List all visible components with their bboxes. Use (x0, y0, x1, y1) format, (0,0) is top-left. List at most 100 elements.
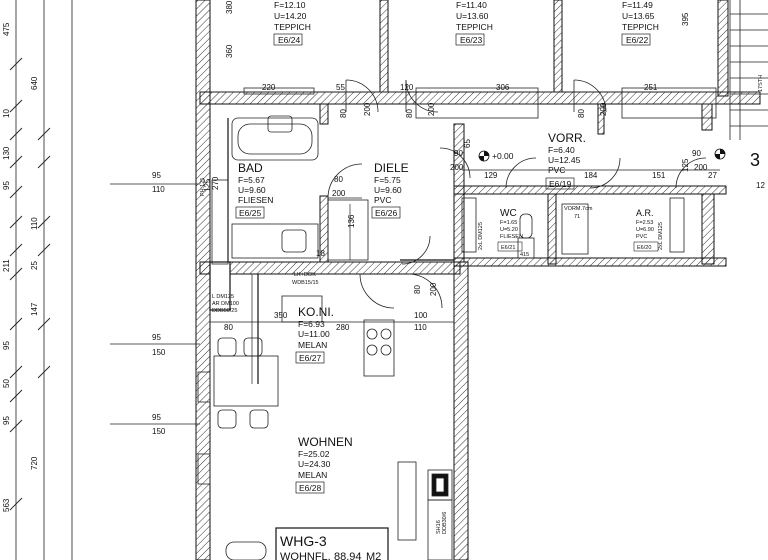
dim-110: 110 (30, 217, 39, 230)
window-mark-b: 110 (152, 185, 165, 194)
walls (195, 0, 761, 560)
left-dimension-labels: 475 640 10 130 95 110 25 211 147 95 50 9… (2, 22, 39, 512)
note-ph: PH:125 (200, 178, 206, 196)
dim-80f: 80 (413, 285, 422, 294)
dim-110: 110 (414, 323, 427, 332)
room-top-right: F=11.49 U=13.65 TEPPICH E6/22 (621, 0, 659, 46)
level-mark-label: +0.00 (492, 151, 514, 161)
bad-floor: FLIESEN (238, 195, 273, 205)
dim-147: 147 (30, 302, 39, 316)
dim-200c: 200 (599, 102, 608, 116)
ar-floor: PVC (636, 234, 647, 240)
koni-tag: E6/27 (299, 353, 321, 363)
dim-184: 184 (584, 171, 598, 180)
dim-25: 25 (30, 261, 39, 270)
top-left-floor: TEPPICH (274, 22, 311, 32)
window-mark-e: 95 (152, 413, 161, 422)
koni-perimeter: U=11.00 (298, 329, 330, 339)
dim-80c: 80 (577, 109, 586, 118)
dim-200b: 200 (427, 102, 436, 116)
dim-640: 640 (30, 76, 39, 90)
dim-200f: 200 (694, 163, 708, 172)
top-mid-tag: E6/23 (460, 35, 482, 45)
dim-350: 350 (274, 311, 288, 320)
note-ar: 2xL DM125 (658, 222, 664, 250)
room-ar: A.R. F=2.53 U=6.90 PVC E6/20 (633, 208, 659, 252)
window-mark-d: 150 (152, 348, 166, 357)
dim-380: 380 (225, 0, 234, 14)
bad-perimeter: U=9.60 (238, 185, 266, 195)
ar-area: F=2.53 (636, 220, 653, 226)
top-windows (243, 87, 717, 119)
ar-tag: E6/20 (637, 245, 651, 251)
dim-71: 71 (574, 214, 580, 220)
dim-151: 151 (652, 171, 666, 180)
note-vorm: VORM.7cm (564, 206, 593, 212)
furniture (225, 461, 453, 560)
dim-251: 251 (644, 83, 658, 92)
note-ddb30: DDB30/6 (442, 512, 448, 534)
koni-name: KO.NI. (298, 305, 334, 319)
top-right-perimeter: U=13.65 (622, 11, 655, 21)
dim-27: 27 (708, 171, 717, 180)
top-mid-floor: TEPPICH (456, 22, 493, 32)
dim-211: 211 (2, 259, 11, 272)
window-marks: 95 110 95 150 95 150 (110, 171, 200, 436)
top-right-tag: E6/22 (626, 35, 648, 45)
koni-floor: MELAN (298, 340, 327, 350)
bad-tag: E6/25 (239, 208, 261, 218)
room-bad: BAD F=5.67 U=9.60 FLIESEN E6/25 (235, 161, 273, 219)
wohnen-name: WOHNEN (298, 435, 353, 449)
stair-label: 17STH (758, 75, 764, 92)
dim-200h: 200 (429, 282, 438, 296)
vorr-perimeter: U=12.45 (548, 155, 581, 165)
dim-95: 95 (2, 181, 11, 190)
top-left-area: F=12.10 (274, 0, 306, 10)
dim-95c: 95 (2, 416, 11, 425)
ar-name: A.R. (636, 208, 654, 218)
bad-name: BAD (238, 161, 263, 175)
window-mark-c: 95 (152, 333, 161, 342)
wc-floor: FLIESEN (500, 234, 523, 240)
dining-table (197, 337, 279, 485)
vorr-tag: E6/19 (549, 179, 571, 189)
dim-136: 136 (347, 214, 356, 228)
vorr-name: VORR. (548, 131, 586, 145)
note-sh16: SH16 (436, 520, 442, 534)
dim-395: 395 (681, 12, 690, 26)
dim-200e: 200 (450, 163, 464, 172)
bad-area: F=5.67 (238, 175, 265, 185)
room-vorr: VORR. F=6.40 U=12.45 PVC E6/19 (545, 131, 586, 190)
level-mark-right (714, 148, 726, 160)
dim-200g: 200 (332, 189, 346, 198)
dim-200a: 200 (363, 102, 372, 116)
note-ldm: L DM125 (212, 294, 234, 300)
dim-120: 120 (400, 83, 414, 92)
wc-perimeter: U=5.20 (500, 227, 518, 233)
dim-415: 415 (520, 252, 529, 258)
note-lk: LK+DOK (294, 272, 316, 278)
dim-125b: 125 (203, 178, 212, 192)
fixtures (211, 115, 685, 377)
wall-outlines (209, 118, 454, 384)
top-right-area: F=11.49 (622, 0, 653, 10)
level-mark: +0.00 (478, 150, 514, 162)
note-wc: 2xL DM125 (478, 222, 484, 250)
dimension-numbers: 380 360 395 220 55 120 306 251 80 200 80… (203, 0, 765, 332)
door-swings (327, 79, 707, 309)
diele-area: F=5.75 (374, 175, 401, 185)
dim-80e: 80 (334, 175, 343, 184)
wc-name: WC (500, 208, 517, 219)
dim-125: 125 (681, 158, 690, 172)
dim-280: 280 (336, 323, 350, 332)
top-left-perimeter: U=14.20 (274, 11, 307, 21)
room-koni: KO.NI. F=6.93 U=11.00 MELAN E6/27 (295, 305, 334, 364)
unit-box: WHG-3 WOHNFL. 88.94 M2 (275, 527, 389, 560)
wohnen-area: F=25.02 (298, 449, 330, 459)
room-wohnen: WOHNEN F=25.02 U=24.30 MELAN E6/28 (295, 435, 353, 494)
dim-130: 130 (2, 146, 11, 160)
unit-area-label: WOHNFL. (280, 551, 331, 560)
annotations: PH:125 LK+DOK WDB15/15 L DM125 AR DM100 … (200, 178, 664, 534)
stair (729, 0, 768, 140)
